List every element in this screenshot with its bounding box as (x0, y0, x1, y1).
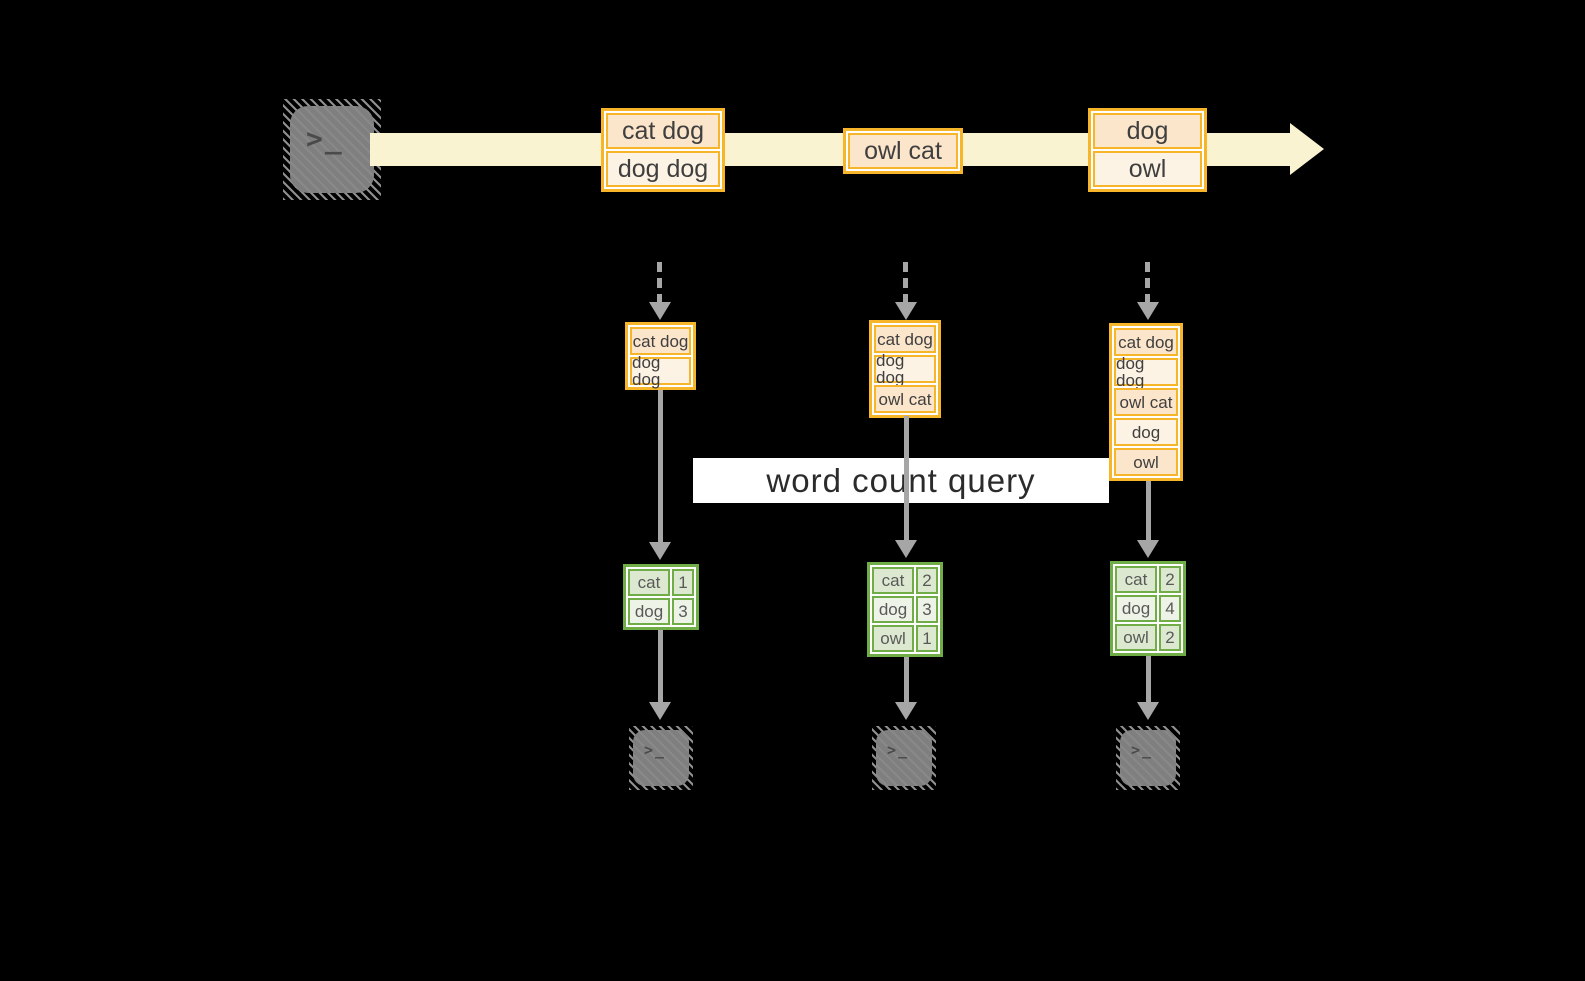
stream-event-box-2: owl cat (843, 128, 963, 174)
stream-event-text: dog (1093, 113, 1202, 149)
window-row: cat dog (874, 325, 936, 353)
count-word-cell: dog (1115, 595, 1157, 622)
terminal-icon-body: >_ (633, 730, 689, 786)
terminal-output-icon-2: >_ (872, 726, 936, 790)
window-stack-2: cat dog dog dog owl cat (869, 320, 941, 418)
stream-event-text: owl cat (848, 133, 958, 169)
stream-event-text: cat dog (606, 113, 720, 149)
window-row: cat dog (1114, 328, 1178, 356)
count-value-cell: 4 (1159, 595, 1181, 622)
count-word-cell: cat (628, 569, 670, 596)
terminal-output-icon-3: >_ (1116, 726, 1180, 790)
dashed-arrow-head-icon (895, 302, 917, 320)
window-row: dog dog (874, 352, 936, 386)
query-label: word count query (693, 458, 1109, 503)
count-table-3: cat 2 dog 4 owl 2 (1110, 561, 1186, 656)
arrow-head-icon (895, 540, 917, 558)
count-value-cell: 2 (1159, 566, 1181, 593)
arrow-line (658, 388, 663, 544)
window-row: owl cat (1114, 388, 1178, 416)
query-label-text: word count query (766, 461, 1036, 499)
dashed-arrow-head-icon (1137, 302, 1159, 320)
window-row: dog dog (1114, 355, 1178, 389)
count-word-cell: cat (872, 567, 914, 594)
terminal-prompt-glyph: >_ (644, 741, 667, 759)
arrow-head-icon (649, 542, 671, 560)
stream-event-text: dog dog (606, 151, 720, 187)
window-row: owl (1114, 448, 1178, 476)
window-row: owl cat (874, 385, 936, 413)
count-value-cell: 2 (916, 567, 938, 594)
arrow-head-icon (895, 702, 917, 720)
count-word-cell: dog (628, 598, 670, 625)
terminal-prompt-glyph: >_ (887, 741, 910, 759)
arrow-line (1146, 656, 1151, 702)
arrow-line (658, 630, 663, 702)
arrow-line (904, 416, 909, 542)
count-value-cell: 1 (916, 625, 938, 652)
stream-event-text: owl (1093, 151, 1202, 187)
dashed-arrow-line (903, 262, 908, 304)
window-row: dog (1114, 418, 1178, 446)
terminal-icon-body: >_ (876, 730, 932, 786)
arrow-line (904, 657, 909, 702)
arrow-head-icon (1137, 540, 1159, 558)
stream-arrow-head-icon (1290, 123, 1324, 175)
count-value-cell: 3 (916, 596, 938, 623)
count-value-cell: 3 (672, 598, 694, 625)
window-stack-1: cat dog dog dog (625, 322, 696, 390)
terminal-source-icon: >_ (283, 99, 381, 200)
count-value-cell: 1 (672, 569, 694, 596)
dashed-arrow-line (1145, 262, 1150, 304)
count-table-1: cat 1 dog 3 (623, 564, 699, 630)
arrow-head-icon (649, 702, 671, 720)
arrow-head-icon (1137, 702, 1159, 720)
terminal-prompt-glyph: >_ (1131, 741, 1154, 759)
dashed-arrow-line (657, 262, 662, 304)
terminal-icon-body: >_ (1120, 730, 1176, 786)
stream-event-box-3: dog owl (1088, 108, 1207, 192)
window-stack-3: cat dog dog dog owl cat dog owl (1109, 323, 1183, 481)
count-word-cell: owl (872, 625, 914, 652)
dashed-arrow-head-icon (649, 302, 671, 320)
count-word-cell: cat (1115, 566, 1157, 593)
arrow-line (1146, 479, 1151, 542)
terminal-output-icon-1: >_ (629, 726, 693, 790)
count-value-cell: 2 (1159, 624, 1181, 651)
terminal-icon-body: >_ (290, 106, 374, 193)
stream-event-box-1: cat dog dog dog (601, 108, 725, 192)
count-word-cell: owl (1115, 624, 1157, 651)
window-row: dog dog (630, 354, 691, 388)
terminal-prompt-glyph: >_ (306, 122, 344, 155)
count-word-cell: dog (872, 596, 914, 623)
window-row: cat dog (630, 327, 691, 355)
count-table-2: cat 2 dog 3 owl 1 (867, 562, 943, 657)
